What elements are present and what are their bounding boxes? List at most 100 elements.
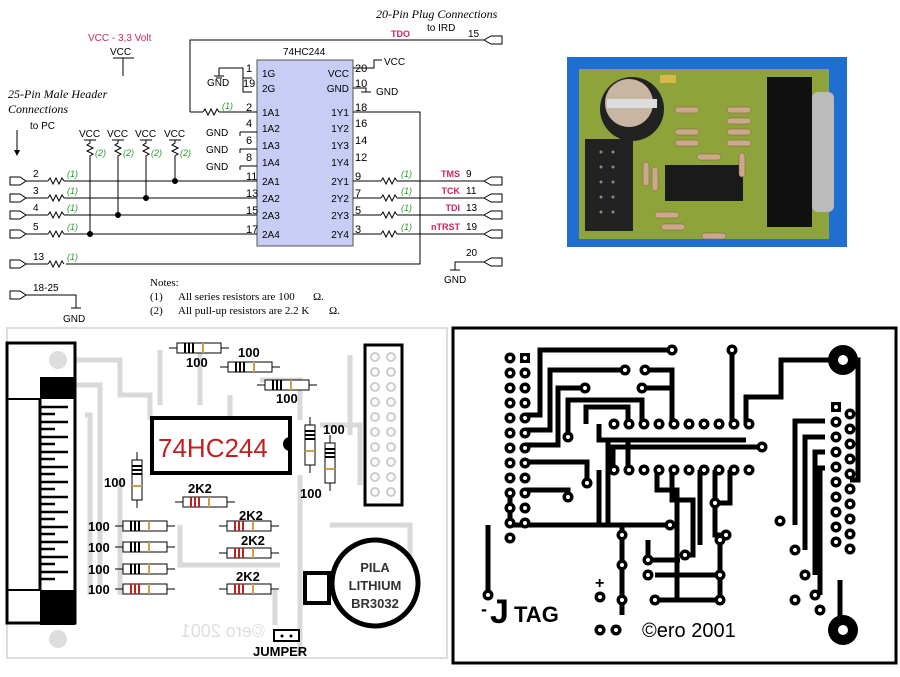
resistor bbox=[380, 229, 398, 239]
resistor bbox=[380, 210, 398, 220]
signal-name: TMS bbox=[441, 169, 460, 179]
connector bbox=[9, 229, 27, 239]
resistor-value: 2K2 bbox=[239, 508, 263, 523]
pc-pin-number: 5 bbox=[33, 222, 39, 233]
resistor bbox=[380, 176, 398, 186]
resistor-value: 2K2 bbox=[241, 533, 265, 548]
note-mark: (1) bbox=[401, 222, 412, 232]
ic-pin-number: 5 bbox=[355, 205, 361, 217]
signal-name: TDI bbox=[446, 203, 461, 213]
gnd-label: GND bbox=[206, 128, 228, 139]
resistor-1a1 bbox=[202, 107, 220, 117]
connector bbox=[9, 193, 27, 203]
ic-pin-name: 1A4 bbox=[262, 158, 280, 169]
ird-pin-number: 9 bbox=[466, 169, 472, 180]
note-mark: (1) bbox=[67, 222, 78, 232]
resistor-value: 100 bbox=[88, 562, 110, 577]
minus-sign: - bbox=[481, 599, 487, 619]
ic-pin-name: 1G bbox=[262, 69, 276, 80]
resistor-value: 100 bbox=[88, 540, 110, 555]
left-header-title: 25-Pin Male Header bbox=[8, 87, 108, 101]
ird-pin-number: 19 bbox=[466, 222, 478, 233]
gnd-label: GND bbox=[207, 78, 229, 89]
connector-tdo bbox=[482, 35, 503, 45]
resistor bbox=[304, 417, 316, 473]
ic-pin-number: 12 bbox=[355, 152, 367, 164]
ic-pin-name: 1Y4 bbox=[331, 158, 349, 169]
ic-pin-number: 9 bbox=[355, 171, 361, 183]
left-header-sub: to PC bbox=[30, 121, 55, 132]
ic-pin-number: 4 bbox=[246, 118, 252, 130]
note-2-unit: Ω. bbox=[329, 305, 340, 317]
gnd-right: GND bbox=[376, 87, 398, 98]
resistor-value: 2K2 bbox=[188, 481, 212, 496]
ic-pin-name: 1Y2 bbox=[331, 124, 349, 135]
schematic: VCC - 3,3 Volt VCC 25-Pin Male Header Co… bbox=[8, 7, 503, 325]
ic-pin-number: 16 bbox=[355, 118, 367, 130]
sig-tdo: TDO bbox=[391, 29, 410, 39]
resistor bbox=[169, 342, 229, 354]
resistor bbox=[115, 563, 175, 575]
pc-pin-number: 4 bbox=[33, 203, 39, 214]
resistor bbox=[219, 547, 279, 559]
note-mark: (1) bbox=[67, 169, 78, 179]
ic-pin-number: 8 bbox=[246, 152, 252, 164]
pc-pin-number: 3 bbox=[33, 186, 39, 197]
connector bbox=[482, 176, 503, 186]
resistor bbox=[131, 452, 143, 508]
jumper-label: JUMPER bbox=[253, 644, 308, 659]
jtag-rest: TAG bbox=[514, 602, 559, 627]
ic-label: 74HC244 bbox=[158, 433, 268, 463]
note-1: All series resistors are 100 bbox=[178, 291, 295, 303]
resistor-value: 100 bbox=[88, 582, 110, 597]
note-1-unit: Ω. bbox=[313, 291, 324, 303]
resistor-value: 100 bbox=[323, 422, 345, 437]
ic-pin-number: 20 bbox=[355, 63, 367, 75]
resistor bbox=[47, 259, 65, 269]
connector bbox=[482, 193, 503, 203]
resistor-value: 100 bbox=[276, 391, 298, 406]
right-header-sub: to IRD bbox=[427, 23, 455, 34]
resistor bbox=[47, 193, 65, 203]
resistor bbox=[47, 210, 65, 220]
pullup-resistor bbox=[141, 140, 151, 159]
left-header-title2: Connections bbox=[8, 102, 68, 116]
jtag-j: J bbox=[490, 593, 509, 631]
ic-pin-name: 2Y4 bbox=[331, 230, 349, 241]
ic-pin-name: 1A2 bbox=[262, 124, 280, 135]
vcc-label: VCC bbox=[107, 129, 128, 140]
pin-20: 20 bbox=[466, 248, 478, 259]
resistor-value: 100 bbox=[238, 345, 260, 360]
resistor bbox=[115, 541, 175, 553]
ic-pin-name: 2A1 bbox=[262, 177, 280, 188]
connector bbox=[482, 229, 503, 239]
note-mark: (2) bbox=[123, 148, 134, 158]
ic-pin-number: 3 bbox=[355, 224, 361, 236]
ic-pin-number: 10 bbox=[355, 78, 367, 90]
ic-pin-name: 1Y1 bbox=[331, 108, 349, 119]
ic-pin-number: 6 bbox=[246, 135, 252, 147]
note-mark: (1) bbox=[222, 101, 233, 111]
jtag-header bbox=[585, 139, 633, 231]
vcc-label: VCC bbox=[79, 129, 100, 140]
ic-footprint bbox=[150, 416, 292, 475]
resistor bbox=[257, 379, 317, 391]
pin-tdo: 15 bbox=[468, 29, 480, 40]
note-mark: (1) bbox=[401, 186, 412, 196]
note-2: All pull-up resistors are 2.2 K bbox=[178, 305, 309, 317]
ic-pin-number: 1 bbox=[246, 63, 252, 75]
db25-connector bbox=[767, 77, 812, 227]
note-mark: (1) bbox=[401, 203, 412, 213]
note-mark: (2) bbox=[180, 148, 191, 158]
pullup-resistor bbox=[85, 140, 95, 159]
vcc-label: VCC bbox=[110, 47, 131, 58]
ic-pin-name: 2Y1 bbox=[331, 177, 349, 188]
right-header-title: 20-Pin Plug Connections bbox=[376, 7, 498, 21]
ic-74hc244 bbox=[256, 59, 354, 247]
battery-label-1: PILA bbox=[360, 560, 390, 575]
copper-copyright: ©ero 2001 bbox=[642, 620, 736, 642]
resistor-value: 100 bbox=[104, 475, 126, 490]
ic-pin-name: 2G bbox=[262, 84, 276, 95]
pc-pin-number: 13 bbox=[33, 252, 45, 263]
note-mark: (1) bbox=[401, 169, 412, 179]
